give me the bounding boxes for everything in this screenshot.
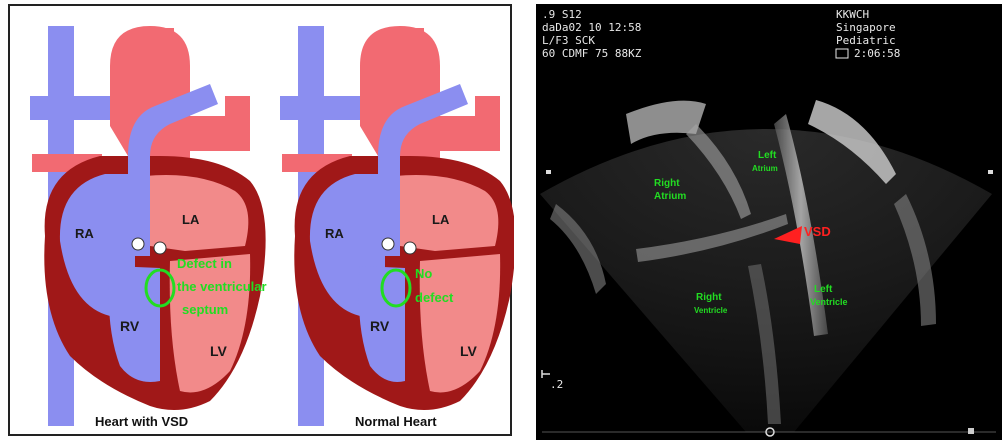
overlay-tr-line-1: KKWCH — [836, 8, 869, 21]
aortic-branch-2-normal — [410, 28, 424, 68]
vsd-label: VSD — [804, 224, 831, 239]
overlay-tl-line-3: L/F3 SCK — [542, 34, 595, 47]
label-ra-vsd: RA — [75, 226, 94, 241]
pulmonary-vein-upper-normal — [280, 96, 362, 120]
label-left-ventricle-line-1: Left — [814, 284, 833, 295]
aortic-branch-normal — [388, 36, 402, 76]
scale-end-marker — [968, 428, 974, 434]
echo-image: VSD Right Atrium Left Atrium Right Ventr… — [536, 4, 1002, 440]
heart-diagram-panel: RA LA RV LV Defect in the ventricular se… — [8, 4, 512, 436]
echocardiogram-panel: VSD Right Atrium Left Atrium Right Ventr… — [536, 4, 1002, 440]
vsd-annotation-line-3: septum — [182, 302, 228, 317]
overlay-tr-line-2: Singapore — [836, 21, 896, 34]
label-la-normal: LA — [432, 212, 450, 227]
tape-icon — [836, 49, 848, 58]
overlay-tl-line-1: .9 S12 — [542, 8, 582, 21]
normal-heart: RA LA RV LV No defect Normal Heart — [280, 26, 514, 429]
overlay-tr-line-3: Pediatric — [836, 34, 896, 47]
vsd-heart: RA LA RV LV Defect in the ventricular se… — [30, 26, 267, 429]
label-rv-normal: RV — [370, 318, 390, 334]
label-right-atrium-line-1: Right — [654, 178, 680, 189]
label-right-ventricle-line-1: Right — [696, 292, 722, 303]
label-la-vsd: LA — [182, 212, 200, 227]
vsd-annotation-line-1: Defect in — [177, 256, 232, 271]
aortic-branch-2-vsd — [160, 28, 174, 68]
label-ra-normal: RA — [325, 226, 344, 241]
label-right-atrium-line-2: Atrium — [654, 191, 686, 202]
mitral-valve-vsd — [154, 242, 166, 254]
mitral-valve-normal — [404, 242, 416, 254]
depth-marker-left — [546, 170, 551, 174]
aortic-branch-vsd — [138, 36, 152, 76]
label-lv-vsd: LV — [210, 343, 228, 359]
label-left-atrium-line-2: Atrium — [752, 164, 778, 173]
label-left-atrium-line-1: Left — [758, 150, 777, 161]
caption-vsd-heart: Heart with VSD — [95, 414, 188, 429]
normal-annotation-line-1: No — [415, 266, 432, 281]
label-lv-normal: LV — [460, 343, 478, 359]
label-rv-vsd: RV — [120, 318, 140, 334]
overlay-bottom-left: .2 — [550, 378, 563, 391]
overlay-tl-line-2: daDa02 10 12:58 — [542, 21, 641, 34]
overlay-tr-line-4: 2:06:58 — [854, 47, 900, 60]
pulmonary-vein-upper-vsd — [30, 96, 112, 120]
normal-annotation-line-2: defect — [415, 290, 454, 305]
label-left-ventricle-line-2: Ventricle — [810, 297, 848, 307]
vsd-annotation-line-2: the ventricular — [177, 279, 267, 294]
label-right-ventricle-line-2: Ventricle — [694, 306, 728, 315]
caption-normal-heart: Normal Heart — [355, 414, 437, 429]
tricuspid-valve-vsd — [132, 238, 144, 250]
overlay-tl-line-4: 60 CDMF 75 88KZ — [542, 47, 642, 60]
left-ventricle-vsd — [170, 254, 250, 392]
heart-diagrams: RA LA RV LV Defect in the ventricular se… — [10, 6, 514, 438]
scale-icon — [542, 370, 550, 378]
depth-marker-right — [988, 170, 993, 174]
tricuspid-valve-normal — [382, 238, 394, 250]
